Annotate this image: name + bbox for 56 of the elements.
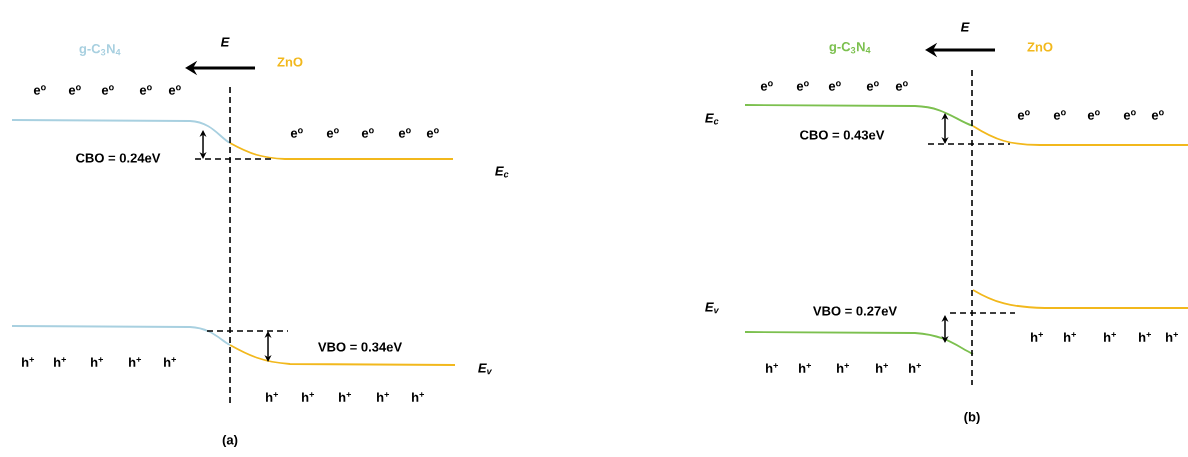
offset-label: CBO = 0.24eV: [76, 153, 161, 163]
hole-label: h$^{+}$: [339, 392, 351, 402]
band-label: E$_{c}$: [705, 113, 719, 125]
hole-label: h$^{+}$: [799, 363, 811, 373]
hole-label: h$^{+}$: [766, 363, 778, 373]
electron-label: e$^{o}$: [1151, 110, 1164, 120]
electron-label: e$^{o}$: [361, 128, 374, 138]
hole-label: h$^{+}$: [876, 363, 888, 373]
hole-label: h$^{+}$: [54, 357, 66, 367]
band-label: E$_{c}$: [495, 166, 509, 178]
electron-label: e$^{o}$: [1087, 110, 1100, 120]
electron-label: e$^{o}$: [33, 85, 46, 95]
electron-label: e$^{o}$: [895, 81, 908, 91]
hole-label: h$^{+}$: [377, 392, 389, 402]
panel-label: (a): [222, 434, 238, 448]
band-label: E$_{v}$: [478, 363, 493, 375]
electron-label: e$^{o}$: [1017, 110, 1030, 120]
electron-label: e$^{o}$: [101, 85, 114, 95]
electron-label: e$^{o}$: [68, 85, 81, 95]
band-label: E$_{v}$: [705, 302, 720, 314]
hole-label: h$^{+}$: [837, 363, 849, 373]
hole-label: h$^{+}$: [129, 357, 141, 367]
hole-label: h$^{+}$: [909, 363, 921, 373]
material-label: ZnO: [277, 57, 303, 67]
offset-label: VBO = 0.34eV: [318, 342, 402, 352]
field-label: E: [960, 22, 970, 32]
hole-label: h$^{+}$: [302, 392, 314, 402]
field-label: E: [220, 37, 230, 47]
electron-label: e$^{o}$: [1053, 110, 1066, 120]
hole-label: h$^{+}$: [1139, 332, 1151, 342]
electron-label: e$^{o}$: [426, 128, 439, 138]
electron-label: e$^{o}$: [760, 81, 773, 91]
electron-label: e$^{o}$: [290, 128, 303, 138]
hole-label: h$^{+}$: [1064, 332, 1076, 342]
hole-label: h$^{+}$: [91, 357, 103, 367]
material-label: g-C$_{3}$N$_{4}$: [829, 42, 871, 54]
material-label: g-C$_{3}$N$_{4}$: [79, 44, 121, 56]
electron-label: e$^{o}$: [796, 81, 809, 91]
offset-label: CBO = 0.43eV: [800, 130, 885, 140]
hole-label: h$^{+}$: [266, 392, 278, 402]
hole-label: h$^{+}$: [1166, 332, 1178, 342]
electron-label: e$^{o}$: [139, 85, 152, 95]
hole-label: h$^{+}$: [412, 392, 424, 402]
electron-label: e$^{o}$: [828, 81, 841, 91]
electron-label: e$^{o}$: [398, 128, 411, 138]
electron-label: e$^{o}$: [326, 128, 339, 138]
electron-label: e$^{o}$: [866, 81, 879, 91]
hole-label: h$^{+}$: [1031, 332, 1043, 342]
hole-label: h$^{+}$: [22, 357, 34, 367]
hole-label: h$^{+}$: [164, 357, 176, 367]
offset-label: VBO = 0.27eV: [813, 306, 897, 316]
panel-label: (b): [964, 411, 980, 425]
material-label: ZnO: [1027, 42, 1053, 52]
electron-label: e$^{o}$: [168, 85, 181, 95]
hole-label: h$^{+}$: [1104, 332, 1116, 342]
electron-label: e$^{o}$: [1123, 110, 1136, 120]
